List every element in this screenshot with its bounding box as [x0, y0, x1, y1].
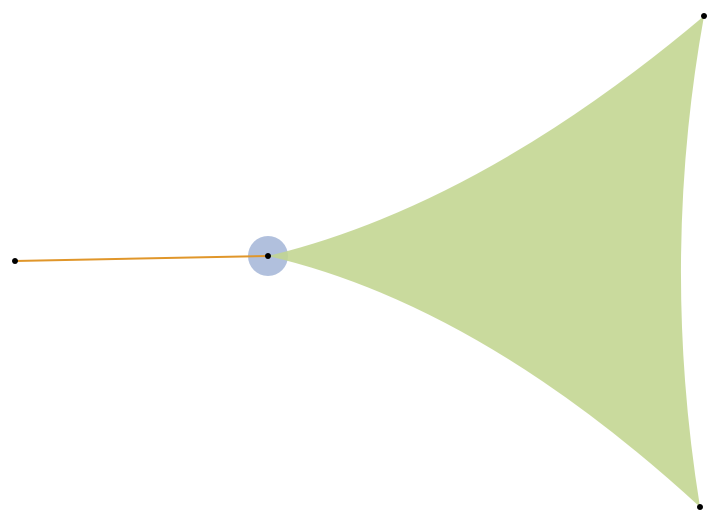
- left-node[interactable]: [12, 258, 18, 264]
- bottom-right-node[interactable]: [697, 504, 703, 510]
- top-right-node[interactable]: [701, 13, 707, 19]
- curved-triangle-region: [268, 16, 704, 507]
- hub-node[interactable]: [265, 253, 271, 259]
- edge-left-to-hub: [14, 255, 269, 262]
